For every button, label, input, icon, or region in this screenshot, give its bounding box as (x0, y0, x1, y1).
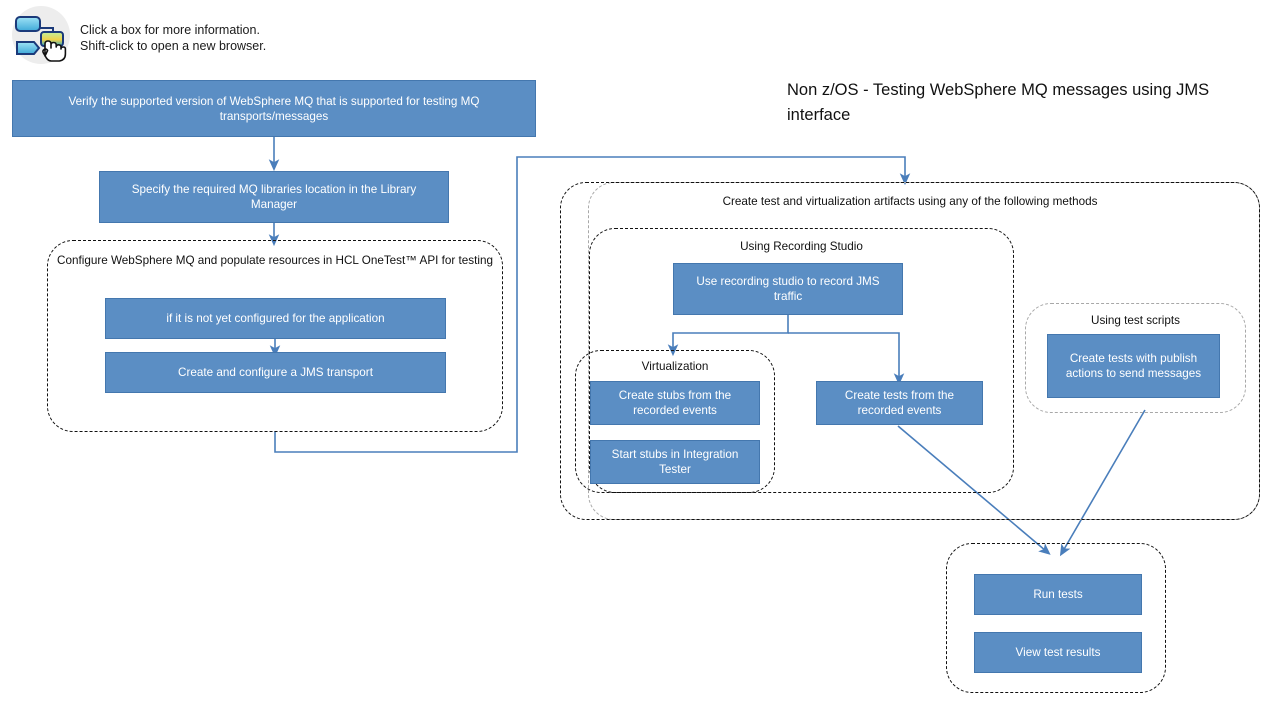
group-configure-websphere-mq-label: Configure WebSphere MQ and populate reso… (57, 254, 493, 267)
hint-text: Click a box for more information. Shift-… (80, 22, 266, 54)
node-view-test-results[interactable]: View test results (974, 632, 1142, 673)
group-create-artifacts[interactable]: Create test and virtualization artifacts… (560, 182, 1260, 520)
group-results[interactable] (946, 543, 1166, 693)
page-title: Non z/OS - Testing WebSphere MQ messages… (787, 81, 1210, 124)
hint-line-1: Click a box for more information. (80, 23, 260, 37)
group-using-test-scripts[interactable]: Using test scripts (1025, 303, 1246, 413)
node-create-tests-publish[interactable]: Create tests with publish actions to sen… (1047, 334, 1220, 398)
node-start-stubs[interactable]: Start stubs in Integration Tester (590, 440, 760, 484)
node-not-yet-configured[interactable]: if it is not yet configured for the appl… (105, 298, 446, 339)
group-using-recording-studio-label: Using Recording Studio (740, 240, 863, 253)
node-create-stubs[interactable]: Create stubs from the recorded events (590, 381, 760, 425)
node-specify-libraries[interactable]: Specify the required MQ libraries locati… (99, 171, 449, 223)
flowchart-pointer-icon (8, 4, 74, 66)
node-run-tests[interactable]: Run tests (974, 574, 1142, 615)
node-create-tests-recorded[interactable]: Create tests from the recorded events (816, 381, 983, 425)
group-virtualization[interactable]: Virtualization (575, 350, 775, 493)
group-create-artifacts-label: Create test and virtualization artifacts… (722, 195, 1098, 208)
group-using-test-scripts-label: Using test scripts (1091, 314, 1180, 327)
node-verify-version[interactable]: Verify the supported version of WebSpher… (12, 80, 536, 137)
hint-line-2: Shift-click to open a new browser. (80, 39, 267, 53)
node-create-jms-transport[interactable]: Create and configure a JMS transport (105, 352, 446, 393)
node-use-recording-studio[interactable]: Use recording studio to record JMS traff… (673, 263, 903, 315)
group-virtualization-label: Virtualization (641, 360, 709, 373)
group-configure-websphere-mq[interactable]: Configure WebSphere MQ and populate reso… (47, 240, 503, 432)
